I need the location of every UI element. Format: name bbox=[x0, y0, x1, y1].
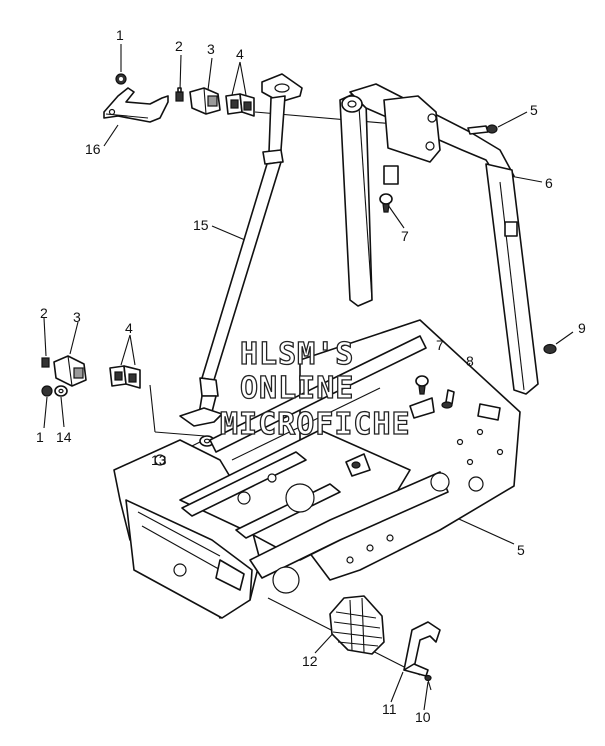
callout-5-upper: 5 bbox=[530, 102, 538, 118]
callout-9: 9 bbox=[578, 320, 586, 336]
nut-part-1-lower bbox=[41, 385, 53, 397]
nut-part-9 bbox=[543, 343, 557, 355]
callout-1-upper: 1 bbox=[116, 27, 124, 43]
callout-10: 10 bbox=[415, 709, 431, 725]
bolt-part-8 bbox=[441, 389, 455, 409]
bolt-part-2-lower bbox=[41, 357, 50, 368]
callout-13: 13 bbox=[151, 452, 167, 468]
callout-2-upper: 2 bbox=[175, 38, 183, 54]
callout-6: 6 bbox=[545, 175, 553, 191]
bracket-part-11 bbox=[403, 621, 441, 677]
callout-7-upper: 7 bbox=[401, 228, 409, 244]
callout-3-lower: 3 bbox=[73, 309, 81, 325]
callout-2-lower: 2 bbox=[40, 305, 48, 321]
chassis-frame bbox=[113, 319, 521, 619]
callout-5-lower: 5 bbox=[517, 542, 525, 558]
callout-8: 8 bbox=[466, 353, 474, 369]
clip-part-7-upper bbox=[379, 193, 393, 213]
callout-15: 15 bbox=[193, 217, 209, 233]
callout-labels: 1 2 3 4 5 6 7 16 15 9 7 8 2 3 4 1 14 13 … bbox=[36, 27, 586, 725]
clamp-part-3-lower bbox=[53, 355, 87, 387]
callout-11: 11 bbox=[382, 701, 397, 717]
screw-part-10 bbox=[424, 674, 432, 691]
callout-14: 14 bbox=[56, 429, 72, 445]
bolt-part-2-upper bbox=[175, 87, 184, 102]
clamp-halves-part-4-upper bbox=[225, 93, 255, 117]
callout-4-lower: 4 bbox=[125, 320, 133, 336]
watermark-line-2: ONLINE bbox=[240, 371, 354, 406]
hoop-part-6 bbox=[339, 83, 539, 395]
clamp-part-3-upper bbox=[189, 87, 221, 115]
boot-part-12 bbox=[329, 595, 385, 655]
callout-7-lower: 7 bbox=[436, 337, 444, 353]
clamp-halves-part-4-lower bbox=[109, 365, 141, 389]
clip-part-7-lower bbox=[415, 375, 429, 395]
watermark-line-1: HLSM'S bbox=[240, 337, 354, 372]
watermark: HLSM'S ONLINE MICROFICHE bbox=[219, 336, 411, 442]
watermark-line-3: MICROFICHE bbox=[220, 407, 411, 442]
callout-16: 16 bbox=[85, 141, 101, 157]
callout-1-lower: 1 bbox=[36, 429, 44, 445]
callout-12: 12 bbox=[302, 653, 318, 669]
callout-4-upper: 4 bbox=[236, 46, 244, 62]
callout-3-upper: 3 bbox=[207, 41, 215, 57]
bracket-part-16 bbox=[103, 87, 169, 123]
nut-part-1-upper bbox=[115, 73, 127, 85]
bolt-part-5-upper bbox=[467, 124, 498, 135]
steering-post-part-15 bbox=[179, 73, 303, 427]
washer-part-14 bbox=[54, 385, 68, 397]
